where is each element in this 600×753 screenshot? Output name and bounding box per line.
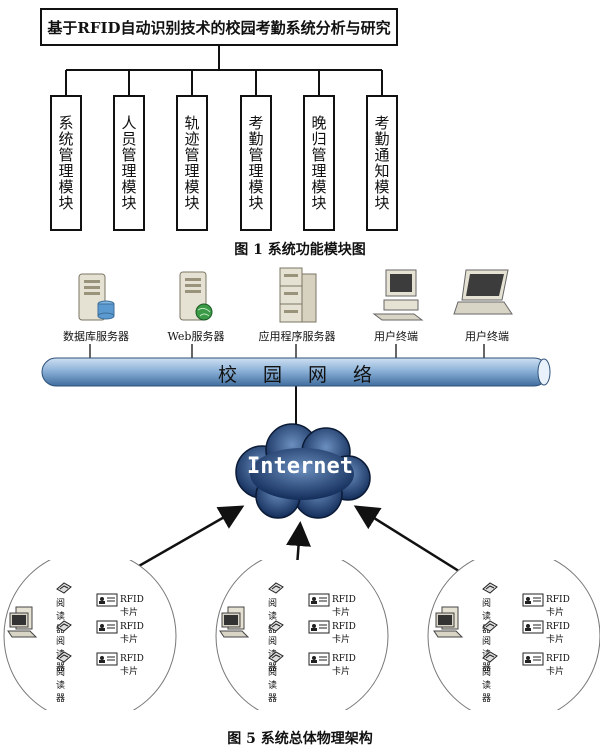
reader-label: 阅读器 bbox=[56, 599, 66, 635]
campus-network-pipe bbox=[41, 357, 551, 387]
rfid-card-icon bbox=[522, 593, 544, 607]
rfid-card-icon bbox=[522, 652, 544, 666]
rfid-card-icon bbox=[522, 620, 544, 634]
laptop-terminal-icon bbox=[453, 269, 513, 315]
campus-network-label: 校 园 网 络 bbox=[217, 364, 383, 386]
rfid-card-label: RFID卡片 bbox=[120, 654, 144, 677]
site-computer-icon bbox=[433, 606, 464, 638]
rfid-card-icon bbox=[308, 652, 330, 666]
figure5-caption: 图 5 系统总体物理架构 bbox=[227, 731, 373, 747]
reader-label: 阅读器 bbox=[268, 599, 278, 635]
rfid-card-label: RFID卡片 bbox=[332, 595, 356, 618]
rfid-card-icon bbox=[96, 620, 118, 634]
desktop-terminal-label: 用户终端 bbox=[374, 330, 418, 343]
site-computer-icon bbox=[7, 606, 38, 638]
module-box-notification: 考勤通知模块 bbox=[366, 95, 398, 231]
module-label-attendance: 考勤管理模块 bbox=[246, 115, 265, 211]
figure1-caption: 图 1 系统功能模块图 bbox=[234, 242, 366, 258]
rfid-card-label: RFID卡片 bbox=[546, 654, 570, 677]
reader-label: 阅读器 bbox=[482, 668, 492, 704]
module-label-trajectory: 轨迹管理模块 bbox=[182, 115, 201, 211]
module-label-notification: 考勤通知模块 bbox=[372, 115, 391, 211]
desktop-terminal-icon bbox=[372, 269, 424, 321]
module-label-personnel: 人员管理模块 bbox=[119, 115, 138, 211]
module-label-system: 系统管理模块 bbox=[56, 115, 75, 211]
rfid-card-icon bbox=[96, 593, 118, 607]
reader-label: 阅读器 bbox=[56, 668, 66, 704]
root-title: 基于RFID自动识别技术的校园考勤系统分析与研究 bbox=[47, 18, 391, 37]
rfid-card-icon bbox=[308, 620, 330, 634]
module-box-late-return: 晚归管理模块 bbox=[303, 95, 335, 231]
rfid-card-label: RFID卡片 bbox=[332, 622, 356, 645]
reader-icon bbox=[482, 620, 498, 632]
site-computer-icon bbox=[219, 606, 250, 638]
rfid-card-icon bbox=[96, 652, 118, 666]
reader-icon bbox=[268, 620, 284, 632]
internet-cloud-icon bbox=[235, 423, 371, 519]
rfid-card-label: RFID卡片 bbox=[546, 622, 570, 645]
reader-icon bbox=[56, 620, 72, 632]
reader-icon bbox=[56, 582, 72, 594]
web-server-label: Web服务器 bbox=[167, 330, 225, 343]
module-box-system: 系统管理模块 bbox=[50, 95, 82, 231]
web-server-icon bbox=[179, 271, 213, 321]
database-server-icon bbox=[78, 273, 115, 321]
rfid-card-label: RFID卡片 bbox=[332, 654, 356, 677]
reader-icon bbox=[268, 582, 284, 594]
reader-icon bbox=[268, 651, 284, 663]
reader-label: 阅读器 bbox=[268, 668, 278, 704]
application-server-label: 应用程序服务器 bbox=[258, 330, 336, 343]
figure1-connectors bbox=[65, 46, 383, 95]
rfid-card-label: RFID卡片 bbox=[120, 595, 144, 618]
root-title-box: 基于RFID自动识别技术的校园考勤系统分析与研究 bbox=[40, 8, 398, 46]
database-server-label: 数据库服务器 bbox=[63, 330, 129, 343]
rfid-card-label: RFID卡片 bbox=[120, 622, 144, 645]
reader-icon bbox=[482, 582, 498, 594]
internet-label: Internet bbox=[247, 454, 353, 479]
module-box-personnel: 人员管理模块 bbox=[113, 95, 145, 231]
reader-icon bbox=[56, 651, 72, 663]
laptop-terminal-label: 用户终端 bbox=[465, 330, 509, 343]
module-label-late-return: 晚归管理模块 bbox=[309, 115, 328, 211]
site-circles bbox=[3, 560, 600, 710]
reader-icon bbox=[482, 651, 498, 663]
application-server-icon bbox=[279, 267, 317, 323]
rfid-card-label: RFID卡片 bbox=[546, 595, 570, 618]
module-box-trajectory: 轨迹管理模块 bbox=[176, 95, 208, 231]
reader-label: 阅读器 bbox=[482, 599, 492, 635]
module-box-attendance: 考勤管理模块 bbox=[240, 95, 272, 231]
rfid-card-icon bbox=[308, 593, 330, 607]
